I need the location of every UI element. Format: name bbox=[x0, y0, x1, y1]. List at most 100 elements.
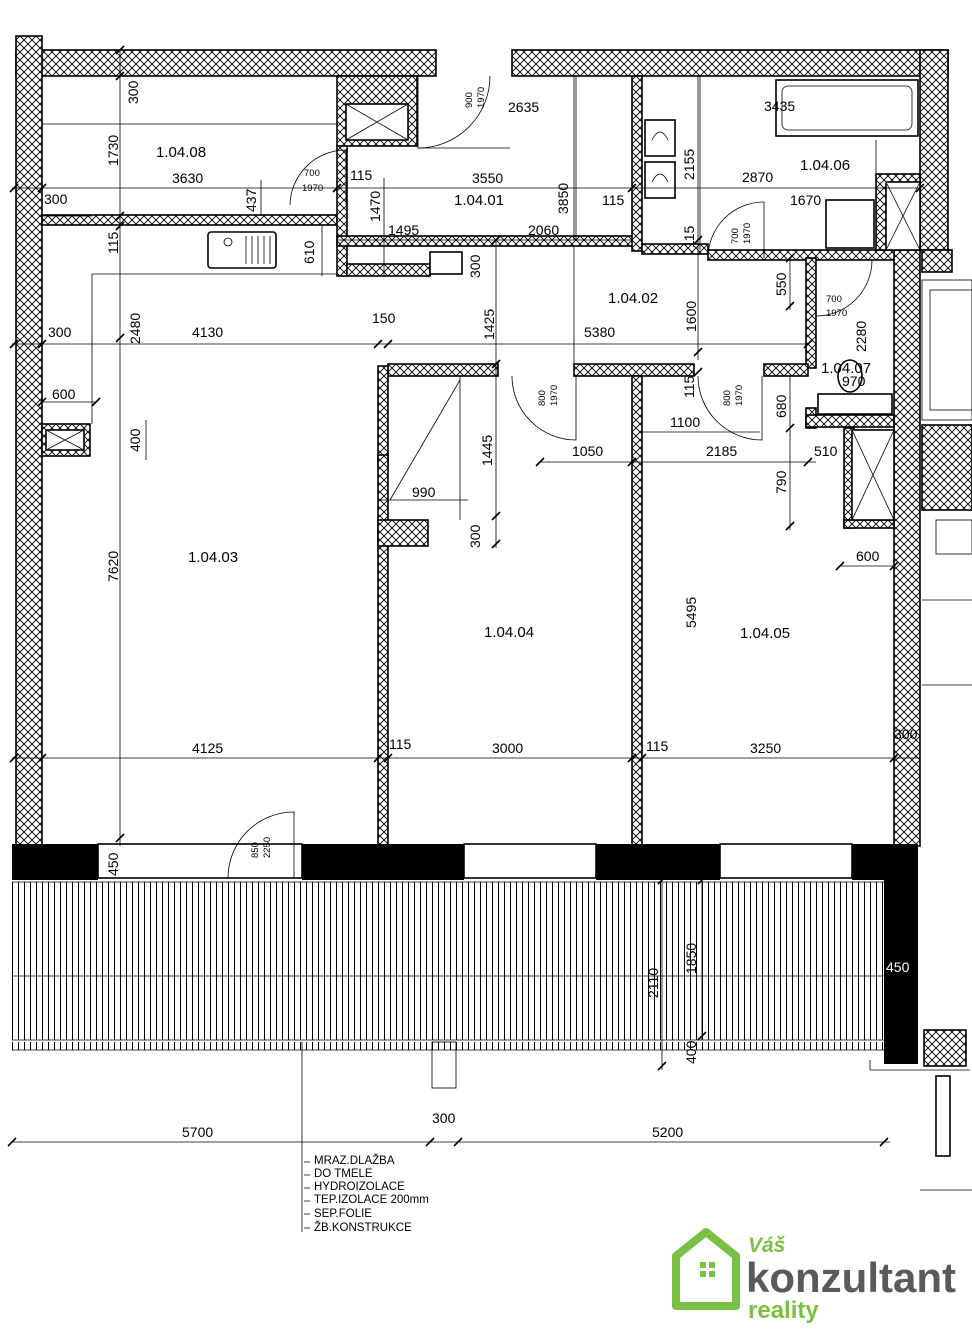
dimension-label: 2870 bbox=[742, 169, 773, 185]
dimension-label: 1670 bbox=[790, 192, 821, 208]
door-width-label: 700 bbox=[730, 228, 741, 244]
room-label: 1.04.04 bbox=[484, 624, 534, 641]
dimension-label: 610 bbox=[301, 240, 317, 264]
dimension-label: 115 bbox=[681, 225, 697, 248]
dimension-label: 3435 bbox=[764, 98, 795, 114]
door-height-label: 1970 bbox=[734, 385, 745, 406]
dimension-label: 1495 bbox=[388, 222, 419, 238]
inner-walls bbox=[41, 75, 921, 847]
dimension-label: 437 bbox=[243, 188, 259, 212]
dimension-label: 300 bbox=[44, 191, 68, 207]
door-width-label: 800 bbox=[722, 390, 733, 406]
dimension-label: 450 bbox=[683, 852, 699, 876]
layer-label: ŽB.KONSTRUKCE bbox=[314, 1221, 412, 1234]
door-height-label: 2250 bbox=[262, 837, 273, 858]
dimension-label: 790 bbox=[773, 470, 789, 494]
outer-walls bbox=[15, 35, 949, 847]
facade-wall bbox=[12, 843, 918, 1064]
dimension-label: 3250 bbox=[750, 740, 781, 756]
dimension-label: 400 bbox=[127, 428, 143, 452]
room-label: 1.04.03 bbox=[188, 549, 238, 566]
dimension-label: 3550 bbox=[472, 170, 503, 186]
door-width-label: 900 bbox=[464, 92, 475, 108]
dimension-label: 1600 bbox=[683, 301, 699, 332]
dimension-label: 4130 bbox=[192, 324, 223, 340]
dimension-label: 1850 bbox=[683, 943, 699, 974]
layer-label: SEP.FOLIE bbox=[314, 1208, 372, 1220]
layer-legend: MRAZ.DLAŽBA DO TMELE HYDROIZOLACE TEP.IZ… bbox=[304, 1154, 429, 1234]
door-height-label: 1970 bbox=[549, 385, 560, 406]
dimension-label: 300 bbox=[467, 524, 483, 548]
terrace-decking bbox=[12, 881, 970, 1089]
dimension-label: 2155 bbox=[681, 149, 697, 180]
dimension-label: 680 bbox=[773, 394, 789, 418]
interior-lines bbox=[42, 76, 877, 424]
door-height-label: 1970 bbox=[742, 223, 753, 244]
dimension-label: 2280 bbox=[853, 321, 869, 352]
logo-sub-text: reality bbox=[748, 1297, 819, 1324]
dimension-label: 300 bbox=[432, 1110, 456, 1126]
neighbor-fragments bbox=[920, 249, 972, 1191]
dimension-label: 450 bbox=[886, 959, 910, 975]
room-labels: 1.04.08 1.04.01 1.04.06 1.04.02 1.04.07 … bbox=[156, 144, 871, 642]
dimension-label: 3850 bbox=[555, 183, 571, 214]
dimension-ticks bbox=[7, 45, 925, 1147]
dimension-label: 115 bbox=[602, 192, 625, 208]
dimension-label: 5700 bbox=[182, 1124, 213, 1140]
logo-top-text: Váš bbox=[748, 1234, 786, 1257]
dimension-label: 300 bbox=[467, 254, 483, 278]
dimension-label: 300 bbox=[894, 726, 918, 742]
room-label: 1.04.08 bbox=[156, 144, 206, 161]
dimension-labels: 3630 300 115 2635 3550 115 1495 2060 343… bbox=[44, 80, 918, 1140]
dimension-lines bbox=[12, 50, 920, 1232]
company-logo: Váš konzultant reality bbox=[672, 1228, 956, 1324]
layer-label: TEP.IZOLACE 200mm bbox=[314, 1194, 429, 1206]
dimension-label: 2185 bbox=[706, 443, 737, 459]
dimension-label: 7620 bbox=[105, 551, 121, 582]
door-height-label: 1970 bbox=[302, 183, 323, 194]
room-label: 1.04.02 bbox=[608, 290, 658, 307]
dimension-label: 600 bbox=[52, 386, 76, 402]
dimension-label: 550 bbox=[773, 272, 789, 296]
door-height-label: 1970 bbox=[476, 87, 487, 108]
dimension-label: 2110 bbox=[645, 968, 661, 998]
dimension-label: 2480 bbox=[127, 313, 143, 344]
room-label: 1.04.05 bbox=[740, 625, 790, 642]
dimension-label: 400 bbox=[683, 1040, 699, 1064]
dimension-label: 150 bbox=[372, 310, 396, 326]
dimension-label: 115 bbox=[646, 738, 669, 754]
dimension-label: 600 bbox=[856, 548, 880, 564]
door-height-label: 1970 bbox=[826, 308, 847, 319]
door-labels: 700 1970 900 1970 700 1970 700 1970 800 … bbox=[250, 87, 847, 858]
dimension-label: 1445 bbox=[479, 435, 495, 466]
room-label: 1.04.01 bbox=[454, 192, 504, 209]
dimension-label: 4125 bbox=[192, 740, 223, 756]
door-width-label: 800 bbox=[537, 390, 548, 406]
room-label: 1.04.06 bbox=[800, 157, 850, 174]
dimension-label: 2060 bbox=[528, 222, 559, 238]
layer-label: MRAZ.DLAŽBA bbox=[314, 1154, 395, 1167]
dimension-label: 300 bbox=[48, 324, 72, 340]
dimension-label: 5200 bbox=[652, 1124, 683, 1140]
dimension-label: 115 bbox=[389, 736, 412, 752]
dimension-label: 115 bbox=[105, 231, 121, 254]
dimension-label: 970 bbox=[842, 373, 866, 389]
dimension-label: 450 bbox=[105, 852, 121, 876]
layer-label: DO TMELE bbox=[314, 1168, 373, 1180]
door-width-label: 850 bbox=[250, 842, 261, 858]
dimension-label: 115 bbox=[350, 167, 373, 183]
dimension-label: 2635 bbox=[508, 99, 539, 115]
room-label: 1.04.07 bbox=[821, 360, 871, 377]
dimension-label: 5380 bbox=[584, 324, 615, 340]
dimension-label: 1050 bbox=[572, 443, 603, 459]
dimension-label: 300 bbox=[125, 80, 141, 104]
dimension-label: 1425 bbox=[481, 309, 497, 340]
dimension-label: 5495 bbox=[683, 597, 699, 628]
dimension-label: 3000 bbox=[492, 740, 523, 756]
door-width-label: 700 bbox=[826, 294, 842, 305]
sanitary-fixtures bbox=[207, 79, 919, 415]
door-swings bbox=[227, 75, 873, 879]
logo-main-text: konzultant bbox=[746, 1254, 956, 1301]
dimension-label: 510 bbox=[814, 443, 838, 459]
